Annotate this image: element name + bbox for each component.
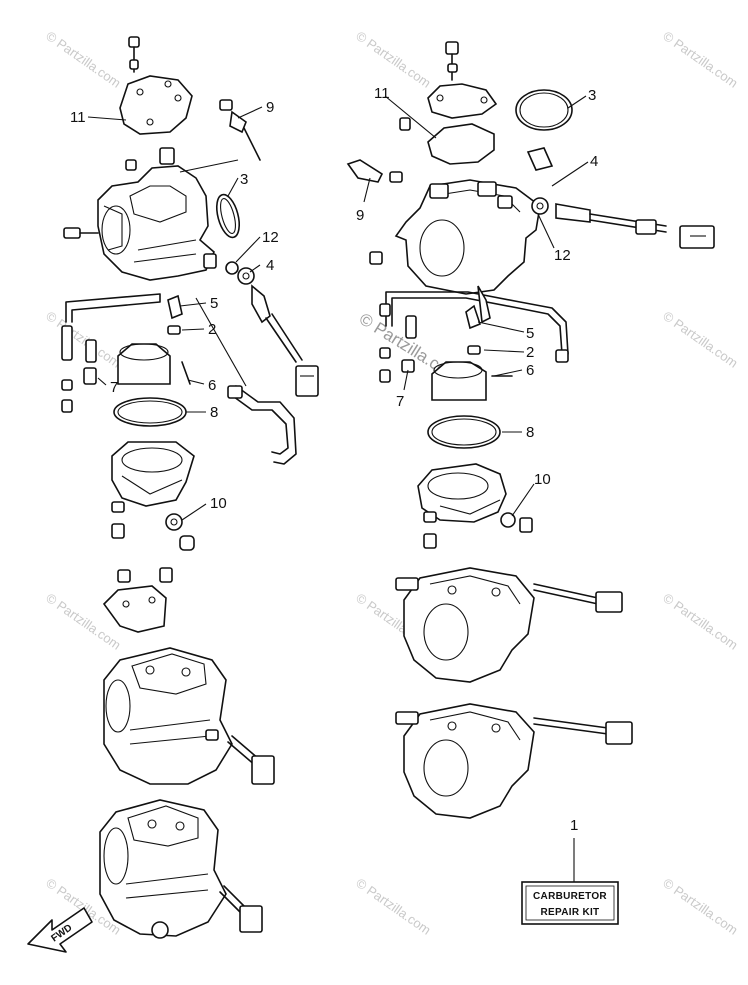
repair-kit-line1: CARBURETOR xyxy=(533,891,607,902)
callout-number: 1 xyxy=(570,817,578,834)
watermark: © Partzilla.com xyxy=(660,875,740,938)
right-assembled-carburetors xyxy=(395,567,633,819)
callout-number: 11 xyxy=(70,109,86,126)
callout-number: 9 xyxy=(266,99,274,116)
watermark: © Partzilla.com xyxy=(660,28,740,91)
callout-number: 3 xyxy=(240,171,248,188)
callout-number: 10 xyxy=(534,471,551,488)
watermark: © Partzilla.com xyxy=(660,308,740,371)
callout-number: 12 xyxy=(554,247,571,264)
left-assembled-carburetors xyxy=(99,567,275,939)
callout-number: 8 xyxy=(526,424,534,441)
callout-number: 6 xyxy=(526,362,534,379)
callout-number: 5 xyxy=(526,325,534,342)
callout-number: 9 xyxy=(356,207,364,224)
callout-number: 4 xyxy=(266,257,274,274)
watermark: © Partzilla.com xyxy=(43,308,123,371)
callout-number: 2 xyxy=(526,344,534,361)
callout-number: 11 xyxy=(374,85,390,102)
left-exploded-carburetor xyxy=(61,36,319,551)
callout-number: 10 xyxy=(210,495,227,512)
callout-number: 8 xyxy=(210,404,218,421)
left-callout-group: 11 9 3 12 4 5 2 6 7 8 10 xyxy=(70,99,279,512)
repair-kit-line2: REPAIR KIT xyxy=(541,907,600,918)
leader-lines xyxy=(87,95,589,884)
right-exploded-carburetor xyxy=(346,41,715,549)
callout-number: 7 xyxy=(396,393,404,410)
callout-number: 3 xyxy=(588,87,596,104)
watermark: © Partzilla.com xyxy=(353,875,433,938)
callout-number: 2 xyxy=(208,321,216,338)
callout-number: 7 xyxy=(110,379,118,396)
callout-number: 4 xyxy=(590,153,598,170)
callout-number: 12 xyxy=(262,229,279,246)
callout-number: 5 xyxy=(210,295,218,312)
right-callout-group: 11 3 4 9 12 5 2 6 7 8 10 1 xyxy=(356,85,598,834)
callout-number: 6 xyxy=(208,377,216,394)
fwd-arrow-icon: FWD xyxy=(27,907,93,953)
watermark: © Partzilla.com xyxy=(353,28,433,91)
repair-kit-box: CARBURETOR REPAIR KIT xyxy=(521,881,619,925)
watermark: © Partzilla.com xyxy=(660,590,740,653)
watermark: © Partzilla.com xyxy=(43,28,123,91)
